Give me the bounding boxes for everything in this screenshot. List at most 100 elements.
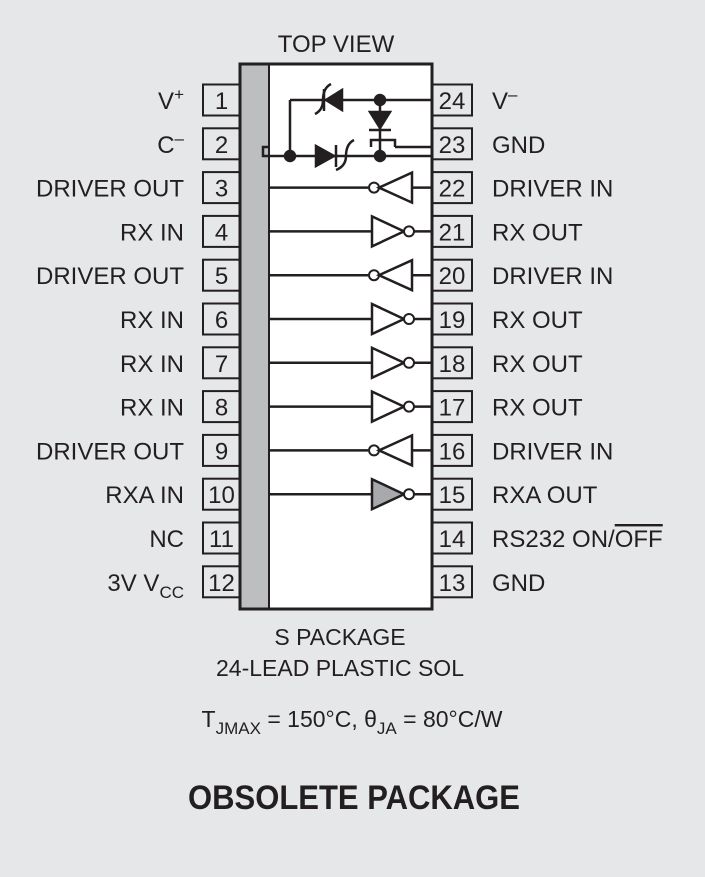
pin-19: 19 RX OUT [431, 302, 583, 336]
pin-5: 5 DRIVER OUT [36, 258, 241, 292]
tj-symbol: T [202, 706, 216, 732]
pin-label-8: RX IN [120, 395, 184, 422]
pin-label-subscript: CC [159, 583, 184, 602]
pump-node-c [373, 149, 387, 163]
receiver-triangle [370, 214, 407, 249]
pin-label-21: RX OUT [492, 219, 583, 246]
pin-label-text: RX IN [120, 307, 184, 334]
pin-label-text: DRIVER OUT [36, 176, 184, 203]
inverter-bubble [403, 488, 415, 501]
signal-9-16 [269, 433, 432, 468]
pin-label-20: DRIVER IN [492, 263, 613, 290]
pin-label-text: RX IN [120, 219, 184, 246]
pin-number: 3 [215, 176, 228, 203]
pin-label-text: RX IN [120, 351, 184, 378]
thermal-spec: TJMAX = 150°C, θJA = 80°C/W [202, 706, 503, 738]
pin-number: 21 [439, 219, 466, 246]
pin-number: 7 [215, 351, 228, 378]
pin-17: 17 RX OUT [431, 390, 583, 424]
pin-label-6: RX IN [120, 307, 184, 334]
pin-2: 2 C– [157, 127, 241, 161]
signal-7-18 [269, 345, 432, 380]
pin-7: 7 RX IN [120, 346, 241, 380]
pin-label-text: RX OUT [492, 307, 583, 334]
pin-label-text: DRIVER IN [492, 438, 613, 465]
pin-label-text: DRIVER IN [492, 263, 613, 290]
pin-label-superscript: – [175, 129, 185, 148]
receiver-triangle [370, 389, 407, 424]
diode-bottom [314, 143, 337, 169]
pin-8: 8 RX IN [120, 390, 241, 424]
pin-number: 20 [439, 263, 466, 290]
pin-label-18: RX OUT [492, 351, 583, 378]
pin-14: 14 RS232 ON/OFF [431, 521, 663, 555]
pin-number: 11 [209, 526, 234, 553]
diode-top [323, 87, 344, 113]
pin-number: 14 [439, 526, 466, 553]
pin-label-2: C– [157, 129, 184, 159]
pin-number: 10 [208, 482, 235, 509]
pin-21: 21 RX OUT [431, 214, 583, 248]
pin-label-9: DRIVER OUT [36, 438, 184, 465]
pin-label-text: V [158, 88, 174, 115]
pin-label-superscript: – [508, 85, 518, 104]
pin-label-7: RX IN [120, 351, 184, 378]
pin-label-14: RS232 ON/OFF [492, 526, 663, 553]
diode-vertical [367, 110, 393, 131]
tj-value: = 150°C, [261, 706, 364, 732]
pin-label-15: RXA OUT [492, 482, 598, 509]
inverter-bubble [403, 400, 415, 413]
signal-5-20 [269, 258, 432, 293]
pin-label-text: DRIVER OUT [36, 263, 184, 290]
pin-number: 15 [439, 482, 466, 509]
pin-number: 23 [439, 132, 466, 159]
pin-label-text: DRIVER IN [492, 176, 613, 203]
pin-label-overline: OFF [615, 526, 663, 553]
pin-number: 19 [439, 307, 466, 334]
pin-label-10: RXA IN [105, 482, 184, 509]
pin-15: 15 RXA OUT [431, 477, 598, 511]
pin-number: 17 [439, 395, 466, 422]
pin-number: 22 [439, 176, 466, 203]
pin-label-4: RX IN [120, 219, 184, 246]
obsolete-package-title: OBSOLETE PACKAGE [188, 779, 520, 817]
pin-number: 2 [215, 132, 228, 159]
pump-node-a [373, 93, 387, 107]
pump-node-b [283, 149, 297, 163]
pin-number: 8 [215, 395, 228, 422]
pin-label-text: RX OUT [492, 351, 583, 378]
pin-label-text: RS232 ON/ [492, 526, 615, 553]
signal-paths [269, 170, 432, 512]
theta-value: = 80°C/W [397, 706, 503, 732]
inverter-bubble [403, 225, 415, 238]
theta-symbol: θ [364, 706, 377, 732]
pin-label-23: GND [492, 132, 545, 159]
pin-23: 23 GND [431, 127, 545, 161]
zener-bottom-mark [335, 138, 355, 172]
pin-number: 13 [439, 570, 466, 597]
pin-6: 6RX IN [120, 302, 241, 336]
pin-label-17: RX OUT [492, 395, 583, 422]
pump-jog [369, 138, 397, 147]
pin-label-text: DRIVER OUT [36, 438, 184, 465]
pin-label-superscript: + [174, 85, 184, 104]
signal-4-21 [269, 214, 432, 249]
pin-number: 5 [215, 263, 228, 290]
inverter-bubble [403, 313, 415, 325]
signal-6-19 [269, 302, 432, 336]
pin-number: 1 [215, 88, 228, 115]
pin-label-24: V– [492, 85, 518, 115]
pin-label-5: DRIVER OUT [36, 263, 184, 290]
pin-20: 20 DRIVER IN [431, 258, 613, 292]
theta-subscript: JA [377, 719, 398, 738]
pin-label-12: 3V VCC [107, 570, 184, 602]
pin-label-text: GND [492, 132, 545, 159]
pin-label-text: V [492, 88, 508, 115]
package-type-label: S PACKAGE [274, 624, 405, 650]
